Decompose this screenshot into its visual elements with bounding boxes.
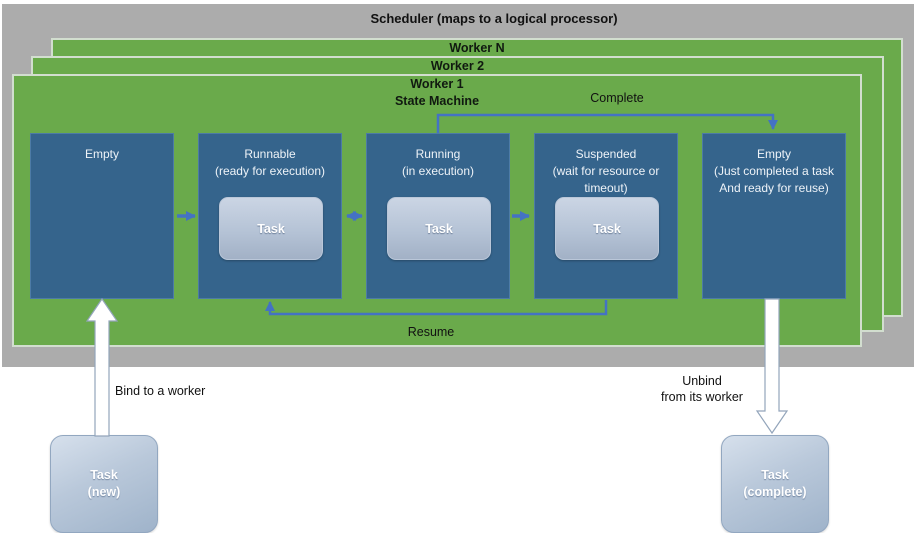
task-new-line2: (new)	[87, 485, 121, 499]
state-label-line: And ready for reuse)	[719, 181, 829, 195]
resume-label: Resume	[407, 325, 455, 339]
state-label-line: timeout)	[584, 181, 628, 195]
state-label-line: Empty	[84, 147, 119, 161]
state-box-suspended: Suspended (wait for resource or timeout)…	[534, 133, 678, 299]
task-complete-box: Task (complete)	[721, 435, 829, 533]
state-label-line: (Just completed a task	[713, 164, 835, 178]
state-box-empty: Empty	[30, 133, 174, 299]
unbind-label-line2: from its worker	[661, 390, 743, 404]
task-chip-label: Task	[593, 221, 621, 236]
scheduler-title: Scheduler (maps to a logical processor)	[370, 11, 618, 26]
worker-1-label: Worker 1	[410, 77, 464, 91]
task-chip: Task	[555, 197, 659, 260]
state-box-runnable: Runnable (ready for execution) Task	[198, 133, 342, 299]
complete-label: Complete	[590, 91, 644, 105]
state-label-line: Runnable	[244, 147, 296, 161]
task-complete-line1: Task	[761, 468, 789, 482]
state-box-empty-reuse: Empty (Just completed a task And ready f…	[702, 133, 846, 299]
task-complete-line2: (complete)	[743, 485, 807, 499]
worker-n-label: Worker N	[449, 41, 505, 55]
state-label-line: (in execution)	[401, 164, 475, 178]
worker-2-label: Worker 2	[430, 59, 485, 73]
state-machine-label: State Machine	[394, 94, 480, 108]
unbind-label: Unbind from its worker	[626, 373, 778, 405]
state-box-running: Running (in execution) Task	[366, 133, 510, 299]
state-label-line: Running	[415, 147, 461, 161]
task-chip-label: Task	[425, 221, 453, 236]
state-label-line: Suspended	[575, 147, 637, 161]
task-chip: Task	[219, 197, 323, 260]
state-label-line: (ready for execution)	[214, 164, 326, 178]
task-chip: Task	[387, 197, 491, 260]
state-label-line: Empty	[756, 147, 791, 161]
task-new-line1: Task	[90, 468, 118, 482]
task-new-box: Task (new)	[50, 435, 158, 533]
unbind-label-line1: Unbind	[682, 374, 722, 388]
task-chip-label: Task	[257, 221, 285, 236]
state-label-line: (wait for resource or	[552, 164, 660, 178]
bind-label: Bind to a worker	[115, 384, 206, 398]
